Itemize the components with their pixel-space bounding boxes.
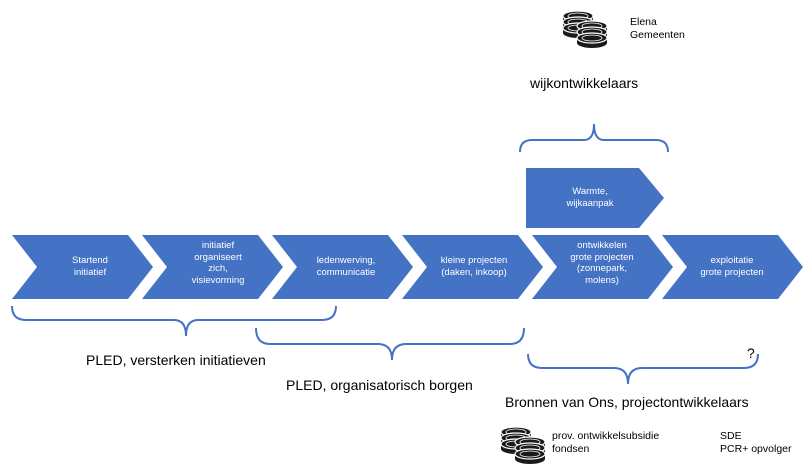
chevron-warmte-wijkaanpak bbox=[526, 168, 664, 228]
chevron-exploitatie bbox=[662, 235, 803, 299]
chevron-label-warmte: Warmte,wijkaanpak bbox=[566, 186, 614, 209]
label-pled-versterken: PLED, versterken initiatieven bbox=[86, 352, 266, 368]
chevron-startend-initiatief bbox=[12, 235, 153, 299]
chevron-visievorming bbox=[142, 235, 283, 299]
brace-pled-versterken bbox=[11, 305, 337, 337]
brace-bronnen bbox=[527, 353, 759, 385]
chevron-label-s3: ledenwerving,communicatie bbox=[316, 255, 376, 278]
coins-icon bbox=[500, 426, 546, 464]
label-wijkontwikkelaars: wijkontwikkelaars bbox=[530, 75, 639, 91]
coins-icon bbox=[562, 10, 608, 48]
label-pled-borgen: PLED, organisatorisch borgen bbox=[286, 377, 473, 393]
label-question-mark: ? bbox=[747, 345, 755, 361]
brace-pled-borgen bbox=[255, 327, 525, 361]
chevron-ontwikkelen-grote-projecten bbox=[532, 235, 673, 299]
chevron-kleine-projecten bbox=[402, 235, 543, 299]
chevron-label-s4: kleine projecten(daken, inkoop) bbox=[440, 255, 508, 278]
label-bronnen: Bronnen van Ons, projectontwikkelaars bbox=[505, 394, 749, 410]
chevron-ledenwerving bbox=[272, 235, 413, 299]
brace-wijkontwikkelaars bbox=[519, 123, 669, 153]
